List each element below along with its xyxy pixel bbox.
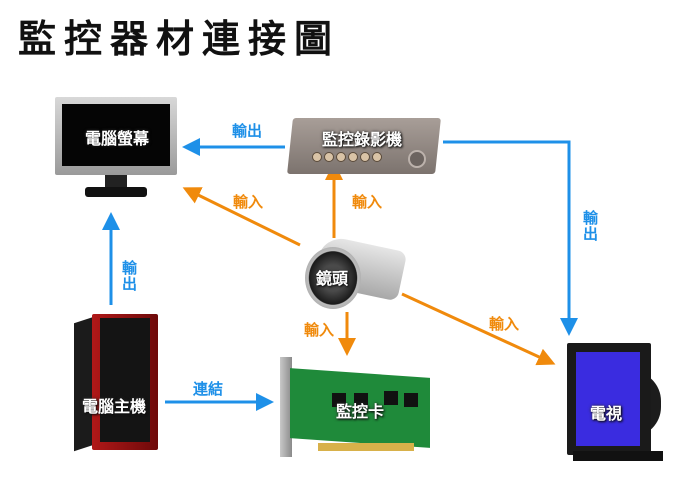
label-camera-to-dvr: 輸入 xyxy=(352,193,383,211)
label-dvr-to-tv: 輸出 xyxy=(581,210,599,242)
card-label: 監控卡 xyxy=(336,402,385,421)
label-camera-to-monitor: 輸入 xyxy=(233,193,264,211)
crt-tv-icon xyxy=(567,343,667,465)
camera-label: 鏡頭 xyxy=(316,269,349,288)
dvr-label: 監控錄影機 xyxy=(322,130,403,149)
label-dvr-to-monitor: 輸出 xyxy=(232,122,263,140)
diagram-title: 監控器材連接圖 xyxy=(18,16,341,61)
capture-card-icon xyxy=(280,357,432,457)
tv-label: 電視 xyxy=(590,404,623,423)
arrow-camera-to-tv xyxy=(401,292,556,366)
label-camera-to-card: 輸入 xyxy=(304,321,335,339)
cctv-camera-icon xyxy=(303,234,408,319)
label-pc-to-card: 連結 xyxy=(193,380,224,398)
label-pc-to-monitor: 輸出 xyxy=(120,260,138,292)
monitor-label: 電腦螢幕 xyxy=(85,129,150,148)
lcd-monitor-icon xyxy=(55,97,177,201)
arrow-camera-to-monitor xyxy=(182,187,301,247)
dvr-recorder-icon xyxy=(287,118,441,182)
pc-label: 電腦主機 xyxy=(82,397,147,416)
label-camera-to-tv: 輸入 xyxy=(489,315,520,333)
arrow-dvr-to-tv xyxy=(443,140,578,336)
desktop-tower-icon xyxy=(74,312,160,452)
